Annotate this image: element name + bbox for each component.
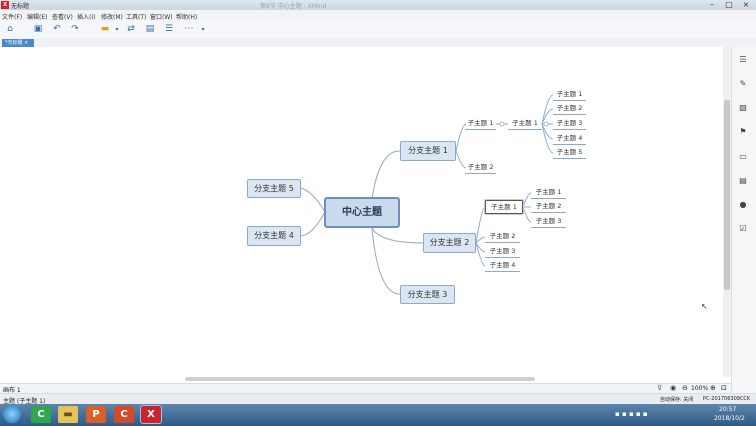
comment-icon[interactable]: ● xyxy=(739,200,747,209)
home-icon[interactable]: ⌂ xyxy=(7,24,13,34)
branch-topic-2[interactable]: 分支主题 2 xyxy=(423,233,476,253)
menu-insert[interactable]: 插入(I) xyxy=(77,14,96,21)
selected-subtopic[interactable]: 子主题 1 xyxy=(484,199,524,215)
subtopic[interactable]: 子主题 1 xyxy=(553,89,586,101)
presentation-icon[interactable]: ▭ xyxy=(739,152,747,161)
relationship-icon[interactable]: ⇄ xyxy=(127,24,135,34)
tab-bar: *无标题 × xyxy=(0,38,756,47)
save-icon[interactable]: ▣ xyxy=(33,24,43,34)
subtopic[interactable]: 子主题 2 xyxy=(531,201,566,213)
menu-tools[interactable]: 工具(T) xyxy=(126,14,147,21)
autosave-status[interactable]: 自动保存: 关闭 xyxy=(660,397,694,403)
topic-icon[interactable]: ▬ xyxy=(100,24,110,34)
redo-icon[interactable]: ↷ xyxy=(71,24,79,34)
zoom-in-icon[interactable]: ⊕ xyxy=(710,384,716,392)
status-bar: 主题 (子主题 1) 自动保存: 关闭 PC-201706309CCK xyxy=(0,393,756,405)
taskbar-app-icon[interactable]: C xyxy=(31,406,51,423)
marker-flag-icon[interactable]: ⚑ xyxy=(739,127,747,136)
close-tab-icon[interactable]: × xyxy=(24,40,29,46)
undo-icon[interactable]: ↶ xyxy=(53,24,61,34)
start-button[interactable] xyxy=(3,405,21,423)
tray-icons[interactable]: ▪ ▪ ▪ ▪ ▪ xyxy=(615,410,648,418)
taskbar xyxy=(0,404,756,426)
notes-icon[interactable]: ▤ xyxy=(739,176,747,185)
boundary-icon[interactable]: ▤ xyxy=(145,24,155,34)
subtopic[interactable]: 子主题 5 xyxy=(553,147,586,159)
more-chevron-icon[interactable]: ▾ xyxy=(201,26,205,33)
folder-icon[interactable]: ▬ xyxy=(58,406,78,423)
branch-topic-4[interactable]: 分支主题 4 xyxy=(247,226,301,246)
filter-icon[interactable]: ⊽ xyxy=(657,384,663,392)
menu-bar: 文件(F) 编辑(E) 查看(V) 插入(I) 修改(M) 工具(T) 窗口(W… xyxy=(0,10,756,21)
zoom-out-icon[interactable]: ⊖ xyxy=(682,384,688,392)
zoom-level: 100% xyxy=(691,385,709,392)
subtopic[interactable]: 子主题 2 xyxy=(553,103,586,115)
menu-view[interactable]: 查看(V) xyxy=(52,14,73,21)
eye-icon[interactable]: ◉ xyxy=(670,384,677,392)
subtopic[interactable]: 子主题 2 xyxy=(485,231,520,243)
clock-date: 2018/10/2 xyxy=(714,415,745,422)
subtopic[interactable]: 子主题 3 xyxy=(485,246,520,258)
tab-untitled[interactable]: *无标题 × xyxy=(2,39,34,47)
subtopic[interactable]: 子主题 1 xyxy=(465,118,496,130)
sheet-bar: 画布 1 ⊽ ◉ ⊖ 100% ⊕ ⊡ xyxy=(0,383,731,394)
mouse-cursor-icon: ↖ xyxy=(701,302,708,311)
branch-topic-5[interactable]: 分支主题 5 xyxy=(247,179,301,198)
summary-icon[interactable]: ☰ xyxy=(164,24,174,34)
blurred-title: 第8节 中心主题 - XMind xyxy=(260,3,327,10)
horizontal-scroll-thumb[interactable] xyxy=(185,377,535,381)
subtopic[interactable]: 子主题 2 xyxy=(465,162,496,174)
subtopic[interactable]: 子主题 1 xyxy=(531,187,566,199)
maximize-button[interactable]: □ xyxy=(725,0,733,9)
close-button[interactable]: × xyxy=(742,0,750,9)
sheet-tab[interactable]: 画布 1 xyxy=(3,387,21,394)
subtopic[interactable]: 子主题 4 xyxy=(553,133,586,145)
powerpoint-icon[interactable]: P xyxy=(86,406,106,423)
branch-topic-3[interactable]: 分支主题 3 xyxy=(400,285,455,304)
central-topic[interactable]: 中心主题 xyxy=(324,197,400,228)
tab-label: *无标题 xyxy=(5,40,23,46)
menu-modify[interactable]: 修改(M) xyxy=(101,14,123,21)
subtopic[interactable]: 子主题 1 xyxy=(508,118,542,130)
menu-window[interactable]: 窗口(W) xyxy=(150,14,173,21)
vertical-scroll-thumb[interactable] xyxy=(724,100,730,290)
outline-icon[interactable]: ☰ xyxy=(739,55,747,64)
subtopic[interactable]: 子主题 3 xyxy=(531,216,566,228)
right-side-panel xyxy=(731,47,756,397)
computer-name: PC-201706309CCK xyxy=(703,396,751,402)
subtopic[interactable]: 子主题 4 xyxy=(485,260,520,272)
subtopic[interactable]: 子主题 3 xyxy=(553,118,586,130)
image-icon[interactable]: ▧ xyxy=(739,103,747,112)
menu-file[interactable]: 文件(F) xyxy=(2,14,23,21)
task-icon[interactable]: ☑ xyxy=(739,224,747,233)
xmind-taskbar-icon[interactable]: X xyxy=(140,405,162,424)
format-brush-icon[interactable]: ✎ xyxy=(739,79,747,88)
taskbar-app-icon[interactable]: C xyxy=(114,406,134,423)
clock-time: 20:57 xyxy=(719,406,737,413)
chevron-down-icon[interactable]: ▾ xyxy=(115,26,119,33)
fit-icon[interactable]: ⊡ xyxy=(721,384,727,392)
branch-topic-1[interactable]: 分支主题 1 xyxy=(400,141,456,161)
menu-edit[interactable]: 编辑(E) xyxy=(27,14,48,21)
title-bar: X 无标题 第8节 中心主题 - XMind – □ × xyxy=(0,0,756,10)
menu-help[interactable]: 帮助(H) xyxy=(176,14,198,21)
more-icon[interactable]: ⋯ xyxy=(184,24,194,34)
minimize-button[interactable]: – xyxy=(710,0,714,9)
xmind-logo-icon: X xyxy=(1,1,9,9)
selection-status: 主题 (子主题 1) xyxy=(3,398,46,405)
window-title: 无标题 xyxy=(11,3,30,10)
